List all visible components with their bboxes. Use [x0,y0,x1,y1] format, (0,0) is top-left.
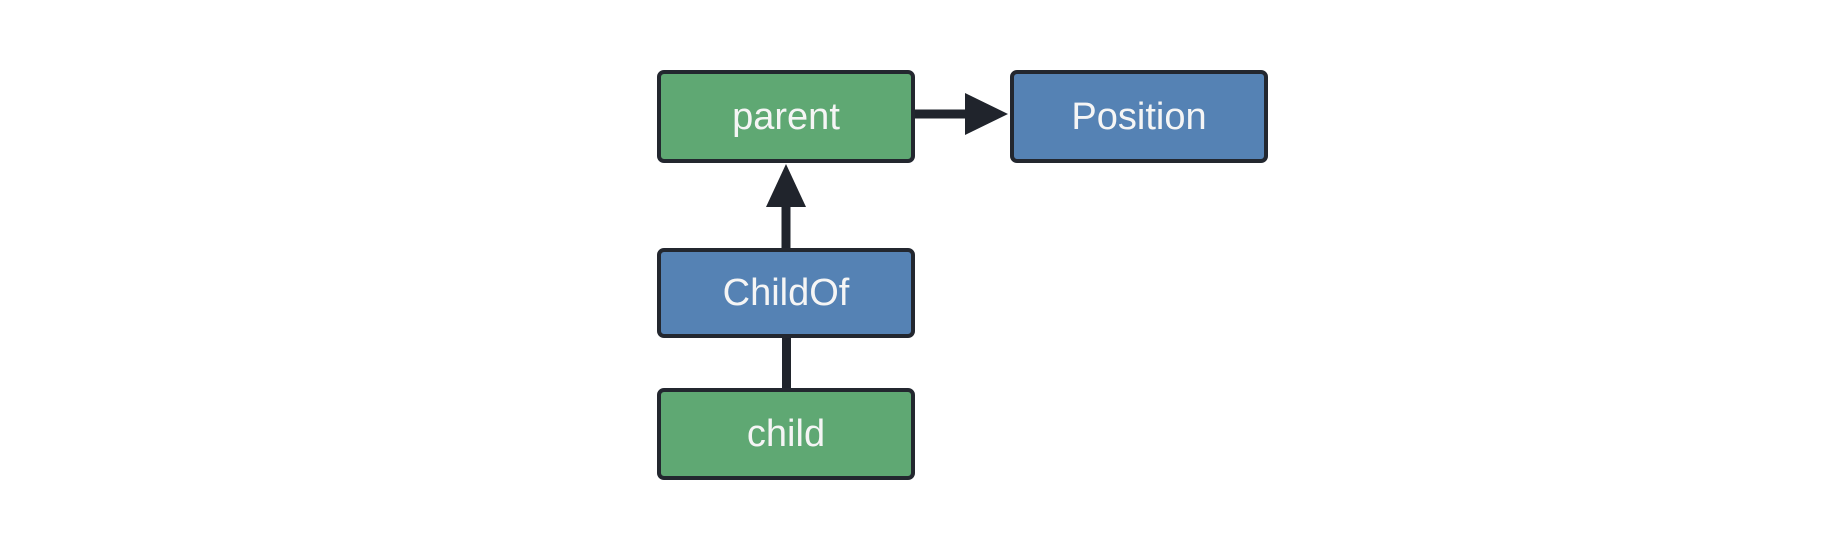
line-child-to-childof [782,338,791,388]
node-child: child [657,388,915,480]
node-position-label: Position [1071,95,1207,138]
node-childof-label: ChildOf [722,272,850,314]
node-parent-label: parent [732,95,840,138]
node-parent: parent [657,70,915,163]
arrow-childof-to-parent [766,164,806,248]
node-position: Position [1010,70,1268,163]
node-child-label: child [746,413,826,455]
arrow-parent-to-position [915,93,1008,135]
node-childof: ChildOf [657,248,915,338]
